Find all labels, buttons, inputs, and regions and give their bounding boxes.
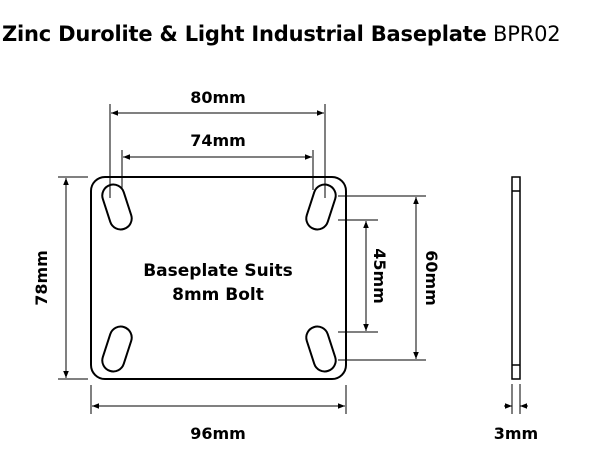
slot-top-left — [101, 183, 133, 231]
dim-hole-outer-width-label: 80mm — [190, 88, 246, 107]
slot-bottom-right — [305, 325, 337, 373]
slot-bottom-left — [101, 325, 133, 373]
dim-hole-outer-height-label: 60mm — [422, 250, 441, 306]
dim-thickness-label: 3mm — [494, 424, 538, 443]
dim-plate-width — [90, 385, 347, 414]
page-title: Zinc Durolite & Light Industrial Basepla… — [2, 22, 561, 46]
dim-hole-inner-height-label: 45mm — [370, 248, 389, 304]
dim-hole-outer-height — [338, 195, 426, 361]
dim-hole-inner-height — [338, 219, 378, 333]
title-code: BPR02 — [493, 22, 561, 46]
dim-hole-inner-width — [121, 150, 314, 190]
slot-top-right — [305, 183, 337, 231]
dim-plate-height — [58, 176, 88, 380]
plate-label-line2: 8mm Bolt — [172, 285, 264, 305]
title-main: Zinc Durolite & Light Industrial Basepla… — [2, 22, 487, 46]
plate-outline — [90, 176, 347, 380]
dim-thickness — [504, 384, 528, 414]
dim-plate-height-label: 78mm — [32, 250, 51, 306]
dim-plate-width-label: 96mm — [190, 424, 246, 443]
plate-side-view — [511, 176, 521, 380]
dim-hole-inner-width-label: 74mm — [190, 131, 246, 150]
dim-hole-outer-width — [109, 104, 326, 198]
plate-label-line1: Baseplate Suits — [143, 261, 293, 281]
